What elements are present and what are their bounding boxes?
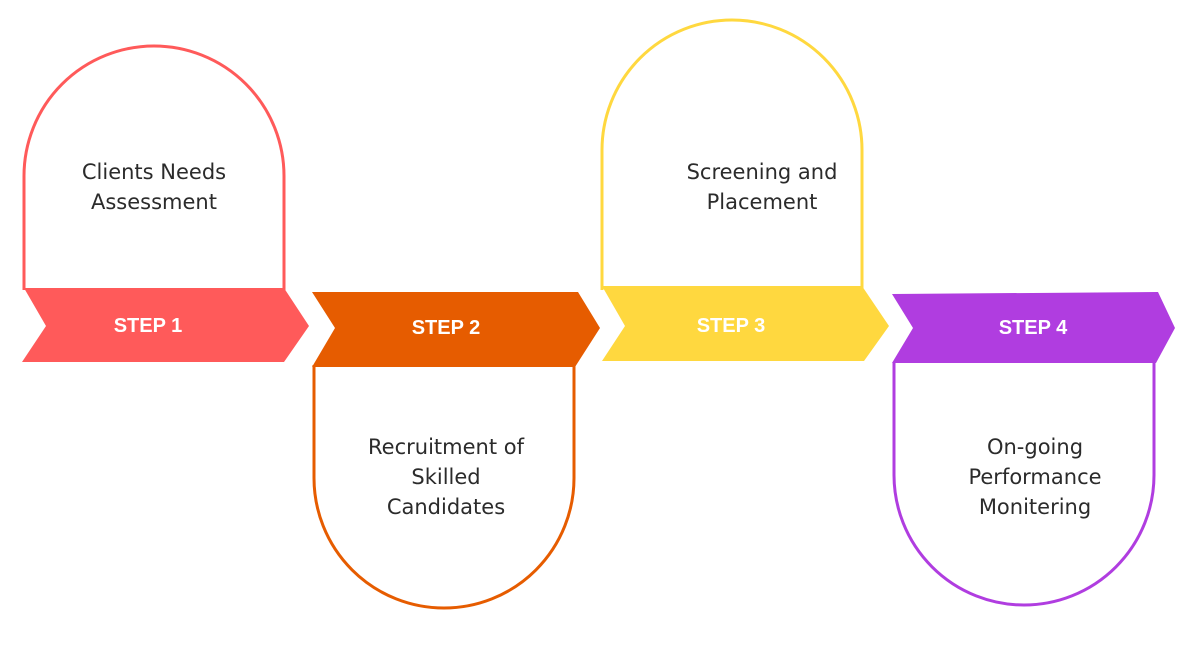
step-2-label: STEP 2 [411,317,481,339]
step-1-group [22,44,309,362]
step-1-arch [22,44,286,290]
step-3-chevron [602,286,889,361]
step-1-label: STEP 1 [113,315,183,337]
step-3-group [600,18,889,361]
step-4-arch [892,362,1156,607]
step-4-text-line-2: Performance [968,465,1102,489]
step-4-text-line-1: On-going [986,435,1084,459]
step-1-description: Clients Needs Assessment [34,157,274,217]
step-3-label: STEP 3 [696,315,766,337]
step-3-arch [600,18,864,290]
step-2-text-line-2: Skilled [411,465,481,489]
step-2-text-line-1: Recruitment of [368,435,524,459]
step-2-group [312,292,600,610]
step-4-text-line-3: Monitering [978,495,1092,519]
step-4-label: STEP 4 [998,317,1068,339]
step-4-chevron [892,292,1175,363]
step-2-text-line-3: Candidates [386,495,506,519]
step-3-description: Screening and Placement [642,157,882,217]
step-3-text-line-1: Screening and [686,160,838,184]
step-4-group [892,292,1175,607]
step-1-chevron [22,288,309,362]
step-1-text-line-2: Assessment [91,190,217,214]
step-3-text-line-2: Placement [706,190,818,214]
step-2-arch [312,365,576,610]
step-2-chevron [312,292,600,367]
step-2-description: Recruitment of Skilled Candidates [326,432,566,522]
step-1-text-line-1: Clients Needs [81,160,227,184]
step-4-description: On-going Performance Monitering [915,432,1155,522]
